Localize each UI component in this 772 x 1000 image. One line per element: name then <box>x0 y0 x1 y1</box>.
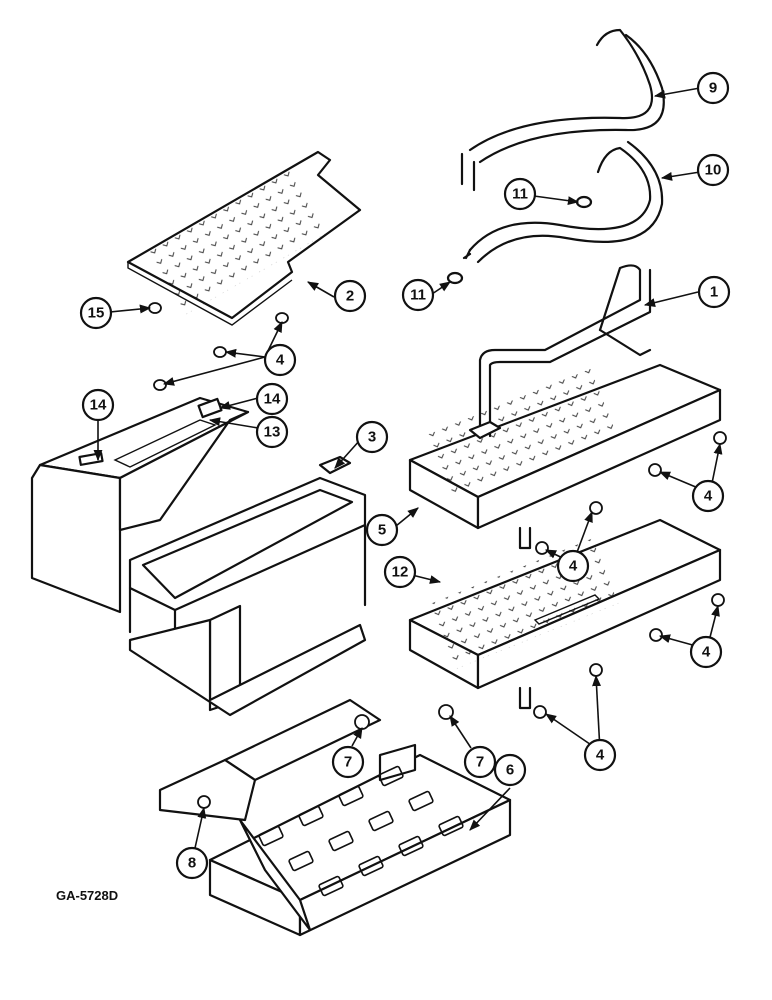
svg-text:1: 1 <box>710 284 718 301</box>
svg-text:15: 15 <box>88 305 105 322</box>
svg-text:11: 11 <box>512 186 528 203</box>
nut-4-a <box>275 312 289 324</box>
handle-part-1 <box>468 264 652 440</box>
nut-4-k <box>533 705 547 719</box>
nut-4-i <box>649 628 663 642</box>
callout-11b: 11 <box>401 278 435 312</box>
callout-2: 2 <box>333 279 367 313</box>
svg-text:8: 8 <box>188 855 196 872</box>
nut-4-e <box>648 463 662 477</box>
callout-13: 13 <box>255 415 289 449</box>
handrail-part-9 <box>460 28 665 192</box>
callout-9: 9 <box>696 71 730 105</box>
nut-4-b <box>213 346 227 358</box>
svg-text:9: 9 <box>709 80 717 97</box>
svg-text:11: 11 <box>410 287 426 304</box>
callout-4c: 4 <box>556 549 590 583</box>
nut-part-11-upper <box>575 195 593 209</box>
callout-10: 10 <box>696 153 730 187</box>
step-box-part-6 <box>158 698 512 937</box>
callouts: 1 2 3 4 4 4 4 4 4 5 6 7 7 8 9 10 11 11 1… <box>79 71 731 880</box>
callout-3: 3 <box>355 420 389 454</box>
step-part-12 <box>408 518 722 710</box>
svg-text:4: 4 <box>596 747 605 764</box>
step-part-5 <box>408 363 722 550</box>
callout-4b: 4 <box>691 479 725 513</box>
nut-4-j <box>589 663 603 677</box>
callout-1: 1 <box>697 275 731 309</box>
svg-text:4: 4 <box>704 488 713 505</box>
svg-text:14: 14 <box>90 397 107 414</box>
svg-text:2: 2 <box>346 288 354 305</box>
handrail-part-10 <box>462 140 664 264</box>
callout-7b: 7 <box>463 745 497 779</box>
svg-text:10: 10 <box>705 162 722 179</box>
svg-text:4: 4 <box>569 558 578 575</box>
nut-4-f <box>589 501 603 515</box>
nut-4-d <box>713 431 727 445</box>
svg-text:14: 14 <box>264 391 281 408</box>
svg-text:3: 3 <box>368 429 376 446</box>
svg-text:7: 7 <box>344 754 352 771</box>
step-plate-part-2 <box>126 150 362 326</box>
frame-part-3 <box>128 455 367 717</box>
cover-part-13 <box>30 396 250 614</box>
washer-8 <box>197 795 211 809</box>
callout-4d: 4 <box>689 635 723 669</box>
callout-11a: 11 <box>503 177 537 211</box>
callout-6: 6 <box>493 753 527 787</box>
nut-4-c <box>153 379 167 391</box>
callout-14a: 14 <box>81 388 115 422</box>
washer-7-a <box>354 714 370 730</box>
callout-4e: 4 <box>583 738 617 772</box>
nut-part-11-lower <box>446 271 464 285</box>
svg-text:13: 13 <box>264 424 281 441</box>
callout-14b: 14 <box>255 382 289 416</box>
nut-4-g <box>535 541 549 555</box>
svg-text:6: 6 <box>506 762 514 779</box>
washer-15 <box>148 302 162 314</box>
callout-15: 15 <box>79 296 113 330</box>
figure-id: GA-5728D <box>56 888 118 903</box>
svg-text:5: 5 <box>378 522 386 539</box>
svg-text:12: 12 <box>392 564 409 581</box>
nut-4-h <box>711 593 725 607</box>
callout-4a: 4 <box>263 343 297 377</box>
svg-text:4: 4 <box>276 352 285 369</box>
callout-7a: 7 <box>331 745 365 779</box>
svg-text:7: 7 <box>476 754 484 771</box>
callout-5: 5 <box>365 513 399 547</box>
callout-12: 12 <box>383 555 417 589</box>
callout-8: 8 <box>175 846 209 880</box>
svg-text:4: 4 <box>702 644 711 661</box>
